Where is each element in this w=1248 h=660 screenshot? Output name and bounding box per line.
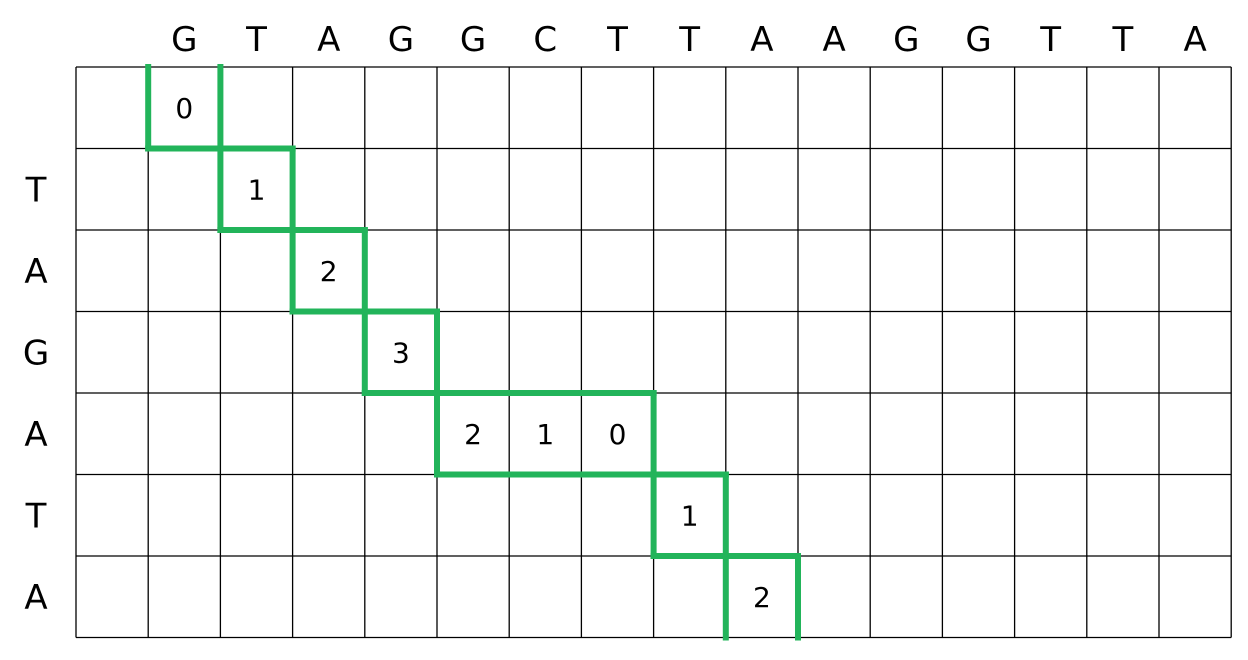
highlighted-path — [145, 64, 801, 641]
left-sequence-letter: A — [24, 252, 47, 292]
left-sequence-letter: G — [23, 333, 49, 373]
top-sequence-letter: T — [1039, 20, 1061, 60]
cell-value: 2 — [320, 255, 338, 288]
cell-value: 0 — [609, 418, 627, 451]
cell-value: 1 — [536, 418, 554, 451]
cell-value: 1 — [248, 173, 266, 206]
top-sequence-letter: A — [317, 20, 340, 60]
top-sequence-letter: G — [171, 20, 197, 60]
top-sequence-letter: C — [533, 20, 557, 60]
top-sequence-letter: G — [893, 20, 919, 60]
top-sequence-letter: T — [606, 20, 628, 60]
top-sequence-letter: A — [822, 20, 845, 60]
top-sequence-letter: G — [388, 20, 414, 60]
cell-value: 3 — [392, 336, 410, 369]
top-sequence-letter: G — [460, 20, 486, 60]
grid-lines — [75, 66, 1232, 639]
top-sequence-letter: G — [965, 20, 991, 60]
cell-value: 0 — [175, 92, 193, 125]
cell-value: 1 — [681, 499, 699, 532]
top-sequence-letter: A — [1183, 20, 1206, 60]
cell-values: 0 1 2 3 2 1 0 1 2 — [175, 92, 770, 614]
left-sequence-letter: A — [24, 578, 47, 618]
top-sequence-letter: T — [678, 20, 700, 60]
left-sequence-letter: T — [25, 496, 47, 536]
top-sequence-letter: T — [245, 20, 267, 60]
cell-value: 2 — [464, 418, 482, 451]
cell-value: 2 — [753, 581, 771, 614]
top-sequence-letter: A — [750, 20, 773, 60]
top-sequence-letter: T — [1112, 20, 1134, 60]
left-sequence-letter: A — [24, 415, 47, 455]
left-sequence-letter: T — [25, 170, 47, 210]
left-sequence-labels: T A G A T A — [23, 170, 49, 618]
